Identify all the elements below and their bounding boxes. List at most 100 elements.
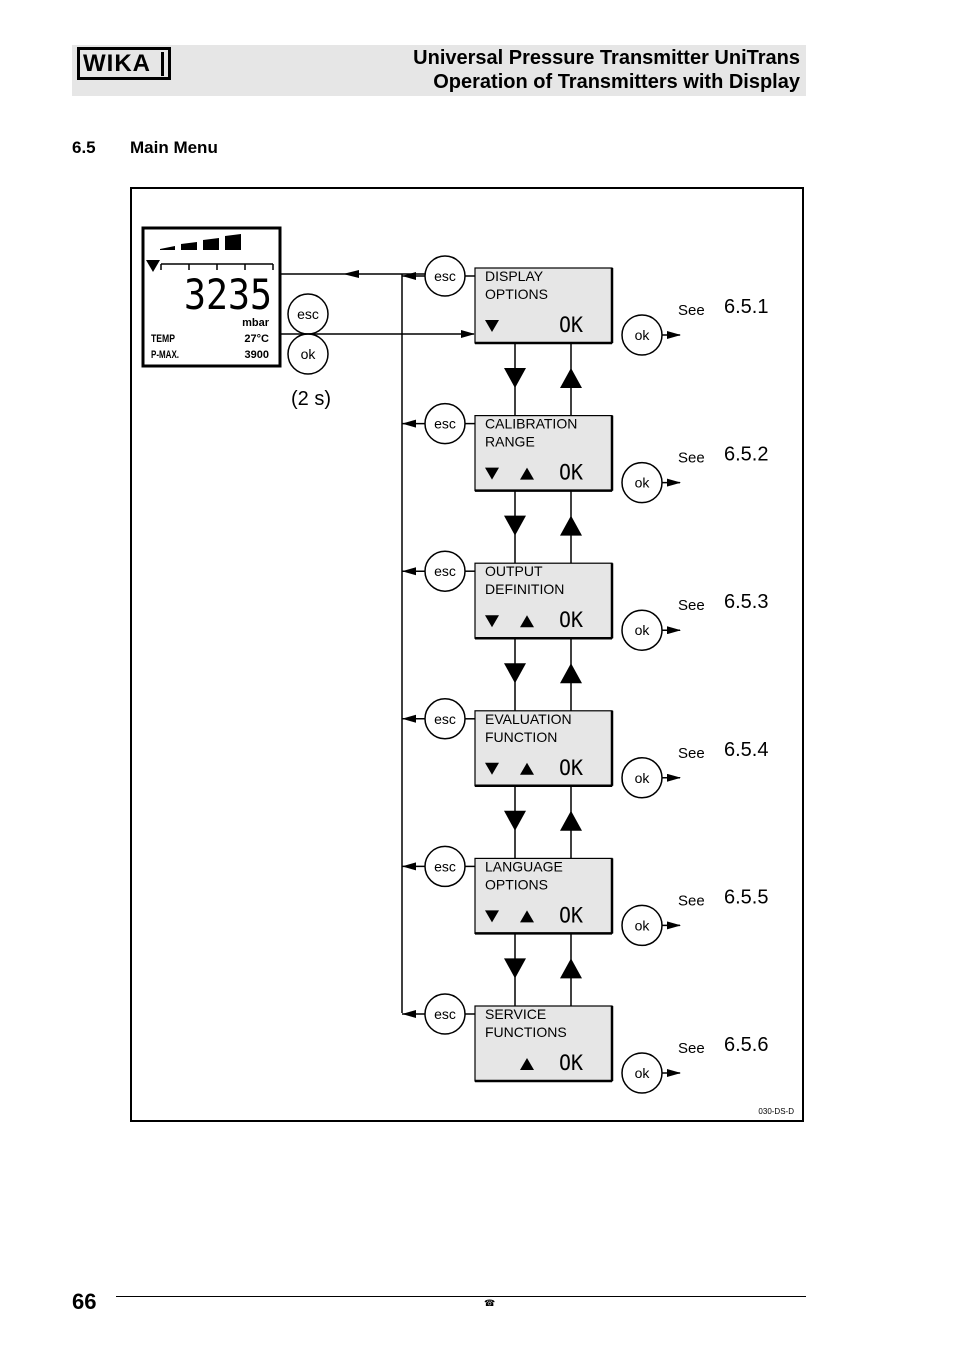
up-arrow-icon — [520, 762, 534, 775]
menu-item-line2: OPTIONS — [485, 286, 548, 302]
signal-bars-icon — [160, 234, 241, 250]
see-label: See — [678, 1040, 705, 1057]
lcd-row-label-temp: TEMP — [151, 333, 175, 345]
menu-ok-label: OK — [559, 903, 583, 927]
menu-ok-button-label: ok — [635, 917, 651, 933]
menu-item-line2: OPTIONS — [485, 876, 548, 892]
menu-item-line1: CALIBRATION — [485, 416, 577, 432]
lcd-value: 3235 — [184, 270, 272, 319]
lcd-display: 3235 mbar TEMP 27°C P-MAX. 3900 — [141, 226, 282, 368]
header-bar — [72, 45, 806, 96]
section-number: 6.5 — [72, 138, 96, 157]
esc-button-label: esc — [297, 306, 319, 322]
nav-down-arrow-icon[interactable] — [504, 663, 526, 684]
lcd-unit: mbar — [242, 317, 270, 329]
nav-down-arrow-icon[interactable] — [504, 515, 526, 536]
menu-item-line1: EVALUATION — [485, 711, 572, 727]
menu-item-line2: FUNCTION — [485, 729, 557, 745]
see-label: See — [678, 450, 705, 467]
menu-esc-button[interactable] — [424, 993, 466, 1035]
menu-esc-label: esc — [434, 563, 456, 579]
section-reference: 6.5.3 — [724, 591, 768, 613]
down-arrow-icon — [485, 320, 499, 332]
menu-ok-label: OK — [559, 608, 583, 632]
esc-arrow-icon — [402, 272, 416, 280]
lcd-scale — [160, 263, 274, 270]
menu-ok-button-label: ok — [635, 770, 651, 786]
up-arrow-icon — [520, 1058, 534, 1070]
section-title: Main Menu — [130, 138, 218, 157]
header-title-line1: Universal Pressure Transmitter UniTrans — [413, 47, 800, 69]
lcd-row-label-pmax: P-MAX. — [151, 349, 179, 361]
down-arrow-icon — [485, 762, 499, 775]
footer-rule — [116, 1296, 806, 1297]
down-arrow-icon — [485, 910, 499, 923]
see-label: See — [678, 597, 705, 614]
esc-arrow-icon — [402, 567, 416, 576]
menu-esc-label: esc — [434, 1006, 456, 1022]
phone-icon: ☎ — [484, 1298, 496, 1308]
return-arrow-icon — [343, 270, 359, 278]
menu-ok-button-label: ok — [635, 622, 651, 638]
menu-item-line1: OUTPUT — [485, 563, 543, 579]
esc-arrow-icon — [402, 862, 416, 871]
menu-item-line2: RANGE — [485, 434, 535, 450]
lcd-row-value-pmax: 3900 — [245, 349, 269, 361]
menu-esc-label: esc — [434, 268, 456, 284]
nav-down-arrow-icon[interactable] — [504, 368, 526, 388]
wika-logo: WIKA — [77, 47, 171, 80]
nav-up-arrow-icon[interactable] — [560, 368, 582, 388]
menu-ok-button-label: ok — [635, 327, 651, 343]
up-arrow-icon — [520, 615, 534, 628]
header-title-line2: Operation of Transmitters with Display — [433, 71, 800, 93]
menu-box-5[interactable] — [474, 857, 613, 935]
see-label: See — [678, 745, 705, 762]
down-arrow-icon — [485, 615, 499, 628]
nav-down-arrow-icon[interactable] — [504, 810, 526, 831]
see-label: See — [678, 892, 705, 909]
menu-ok-label: OK — [559, 1051, 583, 1075]
menu-esc-button[interactable] — [424, 550, 466, 592]
menu-ok-label: OK — [559, 461, 583, 485]
hold-duration-label: (2 s) — [291, 388, 331, 410]
nav-down-arrow-icon[interactable] — [504, 958, 526, 979]
esc-arrow-icon — [402, 714, 416, 723]
menu-item-line1: LANGUAGE — [485, 858, 563, 874]
figure-frame — [130, 187, 804, 1122]
ok-button-label: ok — [301, 346, 317, 362]
page-number: 66 — [72, 1289, 97, 1314]
up-arrow-icon — [520, 467, 534, 480]
menu-item-line2: FUNCTIONS — [485, 1024, 567, 1040]
lcd-row-value-temp: 27°C — [244, 333, 269, 345]
nav-up-arrow-icon[interactable] — [560, 810, 582, 831]
section-reference: 6.5.5 — [724, 886, 768, 908]
menu-esc-button[interactable] — [424, 845, 466, 888]
menu-item-line1: SERVICE — [485, 1006, 546, 1022]
menu-esc-button[interactable] — [424, 255, 466, 297]
menu-ok-label: OK — [559, 313, 583, 337]
lcd-down-marker-icon — [146, 260, 160, 272]
section-reference: 6.5.6 — [724, 1034, 768, 1056]
menu-esc-label: esc — [434, 858, 456, 874]
down-arrow-icon — [485, 467, 499, 480]
nav-up-arrow-icon[interactable] — [560, 663, 582, 684]
esc-arrow-icon — [402, 1010, 416, 1018]
section-reference: 6.5.4 — [724, 739, 768, 761]
nav-up-arrow-icon[interactable] — [560, 515, 582, 536]
menu-ok-button-label: ok — [635, 475, 651, 491]
menu-esc-button[interactable] — [424, 402, 466, 445]
menu-esc-button[interactable] — [424, 698, 466, 740]
section-reference: 6.5.2 — [724, 444, 768, 466]
menu-item-line1: DISPLAY — [485, 268, 544, 284]
section-reference: 6.5.1 — [724, 296, 768, 318]
nav-up-arrow-icon[interactable] — [560, 958, 582, 979]
menu-box-4[interactable] — [474, 710, 613, 787]
up-arrow-icon — [520, 910, 534, 923]
figure-code: 030-DS-D — [758, 1107, 794, 1116]
menu-esc-label: esc — [434, 711, 456, 727]
menu-ok-label: OK — [559, 756, 583, 780]
menu-esc-label: esc — [434, 416, 456, 432]
see-label: See — [678, 302, 705, 319]
menu-item-line2: DEFINITION — [485, 581, 564, 597]
